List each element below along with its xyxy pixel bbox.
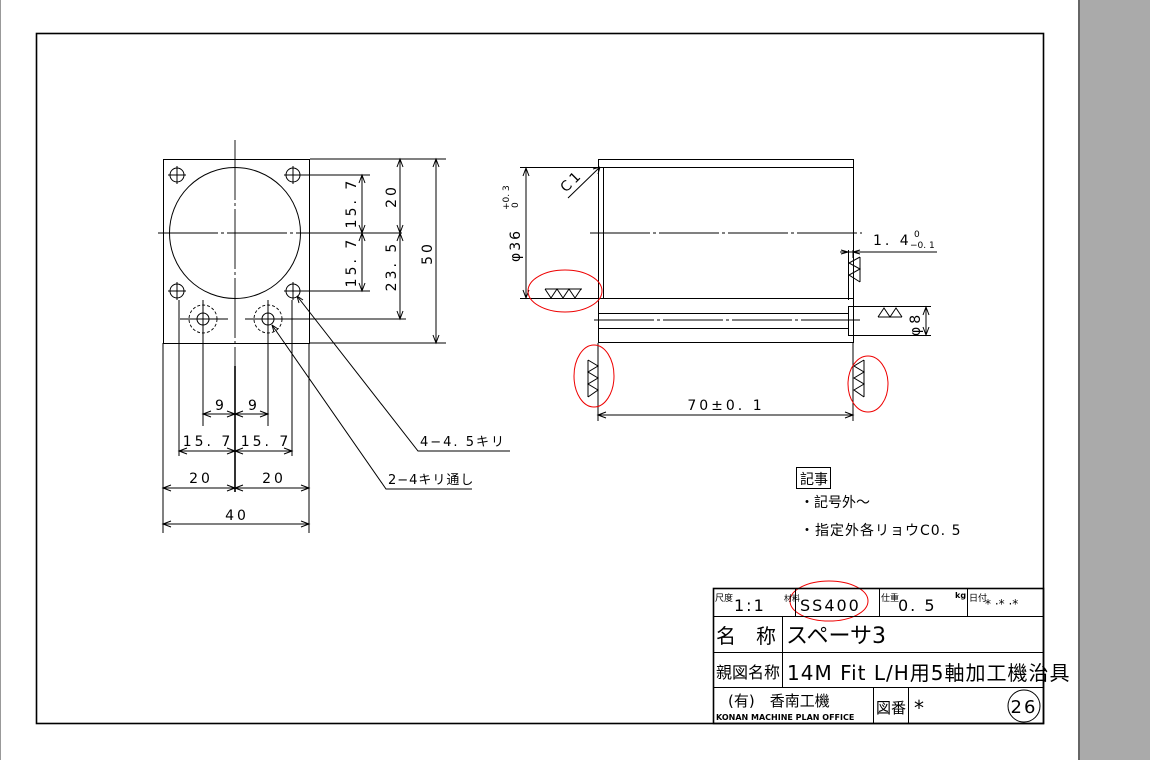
dim-length: 70±0. 1 xyxy=(687,398,764,414)
red-markup-ellipses xyxy=(527,269,889,622)
corner-holes xyxy=(168,166,302,300)
name-label: 名 称 xyxy=(716,624,776,648)
bore-step xyxy=(848,306,854,336)
dim-diameter-tol-lower: 0 xyxy=(511,202,521,208)
company-name-en: KONAN MACHINE PLAN OFFICE xyxy=(716,713,854,722)
title-block: 尺度 1:1 材料 SS400 仕重 0. 5 kg 日付 * ·* ·* 名 … xyxy=(712,587,1071,725)
dim-lower-hole: 15. 7 xyxy=(344,237,360,288)
notes: 記事 ・記号外～ ・指定外各リョウC0. 5 xyxy=(796,467,962,539)
dim-step-tol-lower: −0. 1 xyxy=(910,241,935,251)
dim-upper-hole: 15. 7 xyxy=(344,178,360,229)
dim-diameter: φ36 xyxy=(508,229,524,262)
dim-diameter-tol-upper: +0. 3 xyxy=(502,185,512,210)
dim-chamfer: C1 xyxy=(558,167,587,196)
dim-hole-right: 15. 7 xyxy=(241,434,292,450)
dim-height: 50 xyxy=(420,241,436,265)
dim-width: 40 xyxy=(225,508,249,524)
note-item: ・指定外各リョウC0. 5 xyxy=(800,523,962,539)
weight-value: 0. 5 xyxy=(898,596,937,615)
leader-arrows xyxy=(271,295,304,333)
dim-bore-left: 9 xyxy=(215,398,227,414)
leader-corner-holes: 4−4. 5キリ xyxy=(420,435,506,450)
drawing-no: * xyxy=(914,696,924,720)
drawing-no-label: 図番 xyxy=(876,699,906,717)
dim-step-tol-upper: 0 xyxy=(914,230,920,240)
company-name-jp: (有) 香南工機 xyxy=(728,692,830,710)
front-view: 15. 7 15. 7 20 23. 5 50 9 9 15. 7 15. 7 … xyxy=(158,140,510,533)
chamfer-leader xyxy=(567,166,601,199)
dim-bore-right: 9 xyxy=(248,398,260,414)
scale-label: 尺度 xyxy=(715,592,733,604)
leader-lines xyxy=(271,295,510,490)
finish-symbol-icons xyxy=(544,256,903,398)
date-value: * ·* ·* xyxy=(985,597,1018,611)
material-label: 材料 xyxy=(784,593,800,603)
weight-label: 仕重 xyxy=(881,592,899,604)
sheet-number-circle xyxy=(1007,689,1041,723)
dim-top-to-center: 20 xyxy=(384,184,400,208)
material-value: SS400 xyxy=(800,596,861,615)
drawing-sheet: 15. 7 15. 7 20 23. 5 50 9 9 15. 7 15. 7 … xyxy=(35,32,1071,725)
weight-unit: kg xyxy=(955,591,966,600)
scale-value: 1:1 xyxy=(734,596,766,615)
dim-step: 1. 4 xyxy=(873,233,912,249)
date-label: 日付 xyxy=(969,593,987,604)
dim-bore: φ8 xyxy=(908,312,924,336)
side-panel xyxy=(1078,0,1150,760)
length-dim-line xyxy=(596,343,855,421)
dim-center-to-bore: 23. 5 xyxy=(384,241,400,292)
side-view: φ36 +0. 3 0 C1 1. 4 0 −0. 1 φ8 70±0. 1 xyxy=(502,159,937,421)
parent-label: 親図名称 xyxy=(716,663,780,682)
plate-outline xyxy=(163,159,310,344)
bore-dim-line xyxy=(853,305,931,337)
dim-hole-left: 15. 7 xyxy=(183,434,234,450)
step-dim-line xyxy=(840,249,937,258)
window-left-edge xyxy=(0,0,1,760)
through-holes xyxy=(180,300,303,426)
drawing-border xyxy=(35,32,1045,725)
dimension-arrows xyxy=(161,157,440,528)
notes-title: 記事 xyxy=(800,471,828,488)
parent-drawing: 14M Fit L/H用5軸加工機治具 xyxy=(787,661,1071,685)
body-outline xyxy=(598,159,854,343)
sheet-number: 26 xyxy=(1011,697,1038,718)
dim-half-left: 20 xyxy=(189,471,213,487)
note-item: ・記号外～ xyxy=(800,494,870,511)
dim-half-right: 20 xyxy=(262,471,286,487)
leader-through-holes: 2−4キリ通し xyxy=(388,473,474,488)
part-name: スペーサ3 xyxy=(786,624,886,649)
